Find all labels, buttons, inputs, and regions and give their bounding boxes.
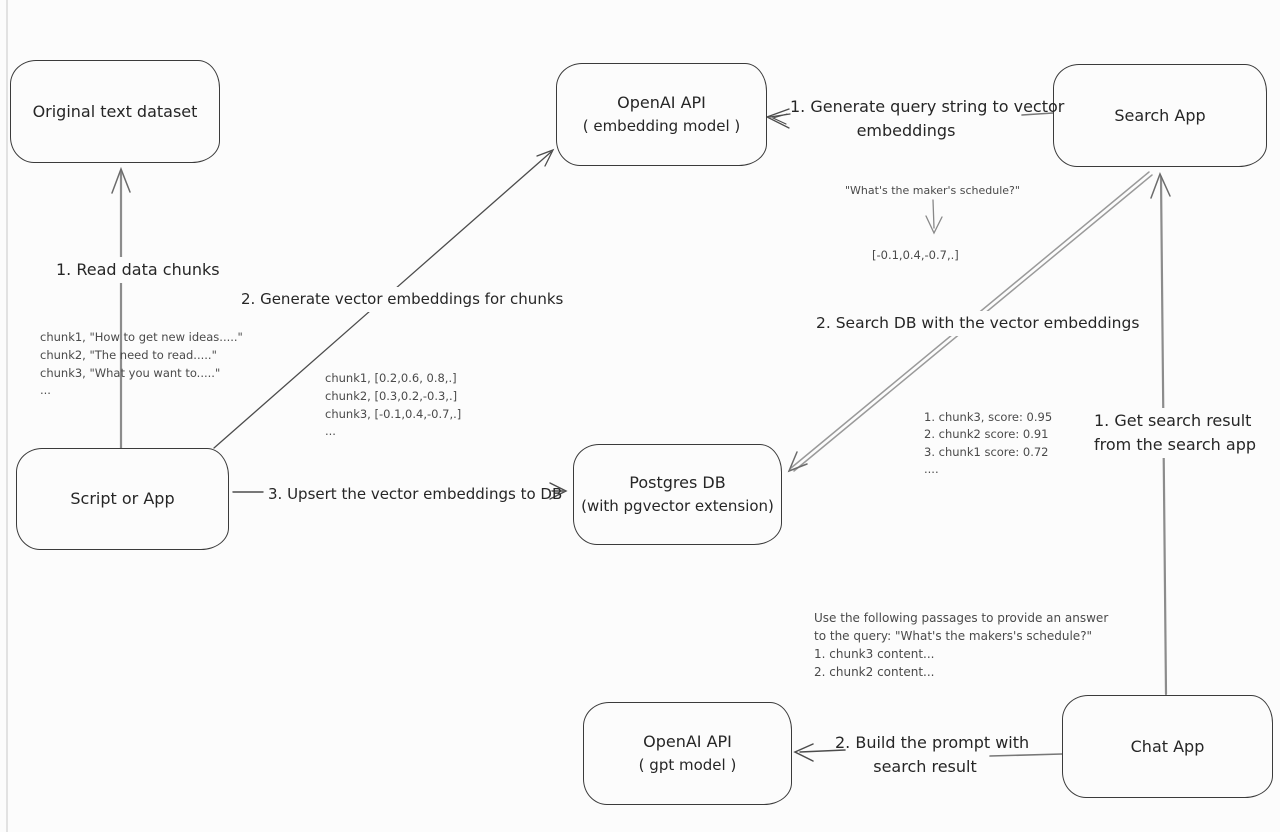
node-label: Script or App bbox=[70, 489, 175, 508]
node-sublabel: ( embedding model ) bbox=[582, 117, 741, 136]
node-label: Search App bbox=[1114, 105, 1206, 125]
node-openai-embedding: OpenAI API ( embedding model ) bbox=[556, 63, 767, 166]
node-postgres-db: Postgres DB (with pgvector extension) bbox=[573, 444, 782, 545]
node-openai-gpt: OpenAI API ( gpt model ) bbox=[583, 702, 792, 805]
edge-label-search-db: 2. Search DB with the vector embeddings bbox=[812, 311, 1144, 337]
edge-label-query-to-vector: 1. Generate query string to vector embed… bbox=[790, 97, 1065, 140]
node-sublabel: ( gpt model ) bbox=[638, 756, 737, 775]
annotation-prompt: Use the following passages to provide an… bbox=[814, 611, 1109, 679]
edge-label-generate-embeddings: 2. Generate vector embeddings for chunks bbox=[237, 287, 568, 312]
node-script-or-app: Script or App bbox=[16, 448, 229, 550]
edge-label-build-prompt: 2. Build the prompt with search result bbox=[835, 733, 1030, 776]
node-label: Original text dataset bbox=[32, 101, 198, 121]
node-chat-app: Chat App bbox=[1062, 695, 1273, 798]
annotation-query-text: "What's the maker's schedule?" bbox=[845, 184, 1020, 197]
arrow-upsert-embeddings bbox=[232, 482, 568, 500]
node-label: Postgres DB bbox=[629, 473, 726, 493]
edge-label-upsert: 3. Upsert the vector embeddings to DB bbox=[268, 485, 563, 503]
node-label: Chat App bbox=[1130, 736, 1205, 756]
node-original-text-dataset: Original text dataset bbox=[10, 60, 220, 163]
arrow-build-prompt bbox=[793, 743, 1063, 762]
edge-label-read-chunks: 1. Read data chunks bbox=[52, 257, 224, 283]
annotation-chunk-vectors: chunk1, [0.2,0.6, 0.8,.] chunk2, [0.3,0.… bbox=[325, 371, 462, 439]
arrow-read-data-chunks bbox=[111, 166, 131, 454]
annotation-query-vector: [-0.1,0.4,-0.7,.] bbox=[872, 248, 959, 262]
annotation-search-scores: 1. chunk3, score: 0.95 2. chunk2 score: … bbox=[924, 410, 1053, 476]
query-to-vector-small-arrow bbox=[925, 199, 943, 235]
arrow-query-to-vector bbox=[765, 108, 1054, 129]
node-search-app: Search App bbox=[1053, 64, 1267, 167]
node-sublabel: (with pgvector extension) bbox=[581, 497, 774, 516]
node-label: OpenAI API bbox=[643, 732, 732, 752]
annotation-chunk-texts: chunk1, "How to get new ideas....." chun… bbox=[40, 330, 243, 398]
node-label: OpenAI API bbox=[617, 93, 706, 113]
edge-label-get-result: 1. Get search result from the search app bbox=[1090, 408, 1261, 458]
